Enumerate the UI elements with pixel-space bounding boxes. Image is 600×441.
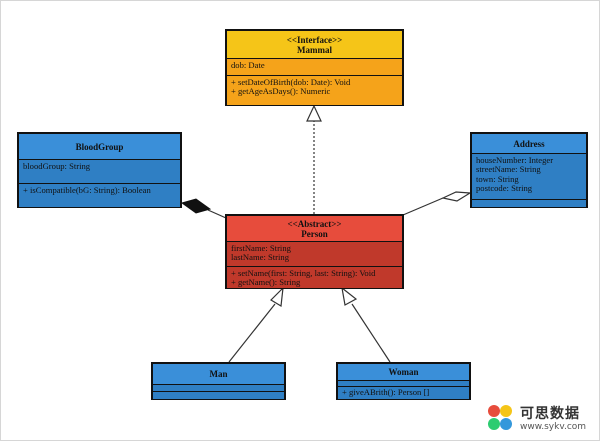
method: + getName(): String: [231, 277, 301, 288]
methods-section: [472, 200, 586, 207]
attributes-section: bloodGroup: String: [19, 160, 180, 184]
methods-section: + isCompatible(bG: String): Boolean: [19, 184, 180, 207]
methods-section: + setDateOfBirth(dob: Date): Void + getA…: [227, 76, 402, 105]
watermark-text: 可思数据: [520, 406, 580, 422]
attribute: postcode: String: [476, 183, 533, 194]
class-stereotype: <<Abstract>>: [287, 218, 342, 229]
attribute: dob: Date: [231, 60, 265, 70]
class-name: Woman: [388, 367, 419, 377]
class-stereotype: <<Interface>>: [286, 34, 343, 45]
realization-arrowhead: [306, 104, 322, 122]
class-name: Man: [209, 369, 228, 379]
class-name: Mammal: [297, 44, 332, 55]
methods-section: [153, 392, 284, 399]
watermark-url: www.sykv.com: [520, 422, 587, 432]
attributes-section: [153, 385, 284, 392]
attributes-section: houseNumber: Integer streetName: String …: [472, 154, 586, 200]
class-header: Address: [472, 134, 586, 154]
attributes-section: firstName: String lastName: String: [227, 242, 402, 267]
composition-diamond: [180, 198, 212, 214]
method: + setName(first: String, last: String): …: [231, 268, 376, 278]
method: + giveABrith(): Person []: [342, 387, 430, 397]
attribute: lastName: String: [231, 252, 289, 263]
inheritance-line-man-person: [228, 303, 276, 363]
class-name: Address: [513, 138, 545, 149]
class-mammal[interactable]: <<Interface>> Mammal dob: Date + setDate…: [225, 29, 404, 106]
attributes-section: [338, 381, 469, 387]
class-header: <<Abstract>> Person: [227, 216, 402, 242]
class-header: Woman: [338, 364, 469, 381]
attribute: firstName: String: [231, 243, 291, 253]
class-name: BloodGroup: [75, 141, 124, 152]
watermark-logo-icon: [488, 405, 512, 430]
attribute: town: String: [476, 173, 519, 184]
class-header: Man: [153, 364, 284, 385]
attribute: houseNumber: Integer: [476, 155, 554, 165]
attributes-section: dob: Date: [227, 59, 402, 76]
attribute: bloodGroup: String: [23, 161, 91, 171]
attribute: streetName: String: [476, 164, 541, 175]
aggregation-diamond: [441, 191, 472, 202]
methods-section: + giveABrith(): Person []: [338, 387, 469, 399]
class-header: BloodGroup: [19, 134, 180, 160]
method: + getAgeAsDays(): Numeric: [231, 86, 331, 97]
inheritance-arrowhead-woman: [341, 286, 358, 306]
class-man[interactable]: Man: [151, 362, 286, 400]
composition-line-person-bloodgroup: [207, 209, 227, 219]
method: + isCompatible(bG: String): Boolean: [23, 185, 151, 195]
class-bloodgroup[interactable]: BloodGroup bloodGroup: String + isCompat…: [17, 132, 182, 208]
class-address[interactable]: Address houseNumber: Integer streetName:…: [470, 132, 588, 208]
aggregation-line-person-address: [402, 197, 444, 216]
inheritance-arrowhead-man: [270, 286, 284, 307]
methods-section: + setName(first: String, last: String): …: [227, 267, 402, 288]
class-person[interactable]: <<Abstract>> Person firstName: String la…: [225, 214, 404, 289]
class-name: Person: [301, 228, 328, 239]
class-woman[interactable]: Woman + giveABrith(): Person []: [336, 362, 471, 400]
inheritance-line-woman-person: [351, 303, 391, 363]
method: + setDateOfBirth(dob: Date): Void: [231, 77, 351, 87]
class-header: <<Interface>> Mammal: [227, 31, 402, 59]
